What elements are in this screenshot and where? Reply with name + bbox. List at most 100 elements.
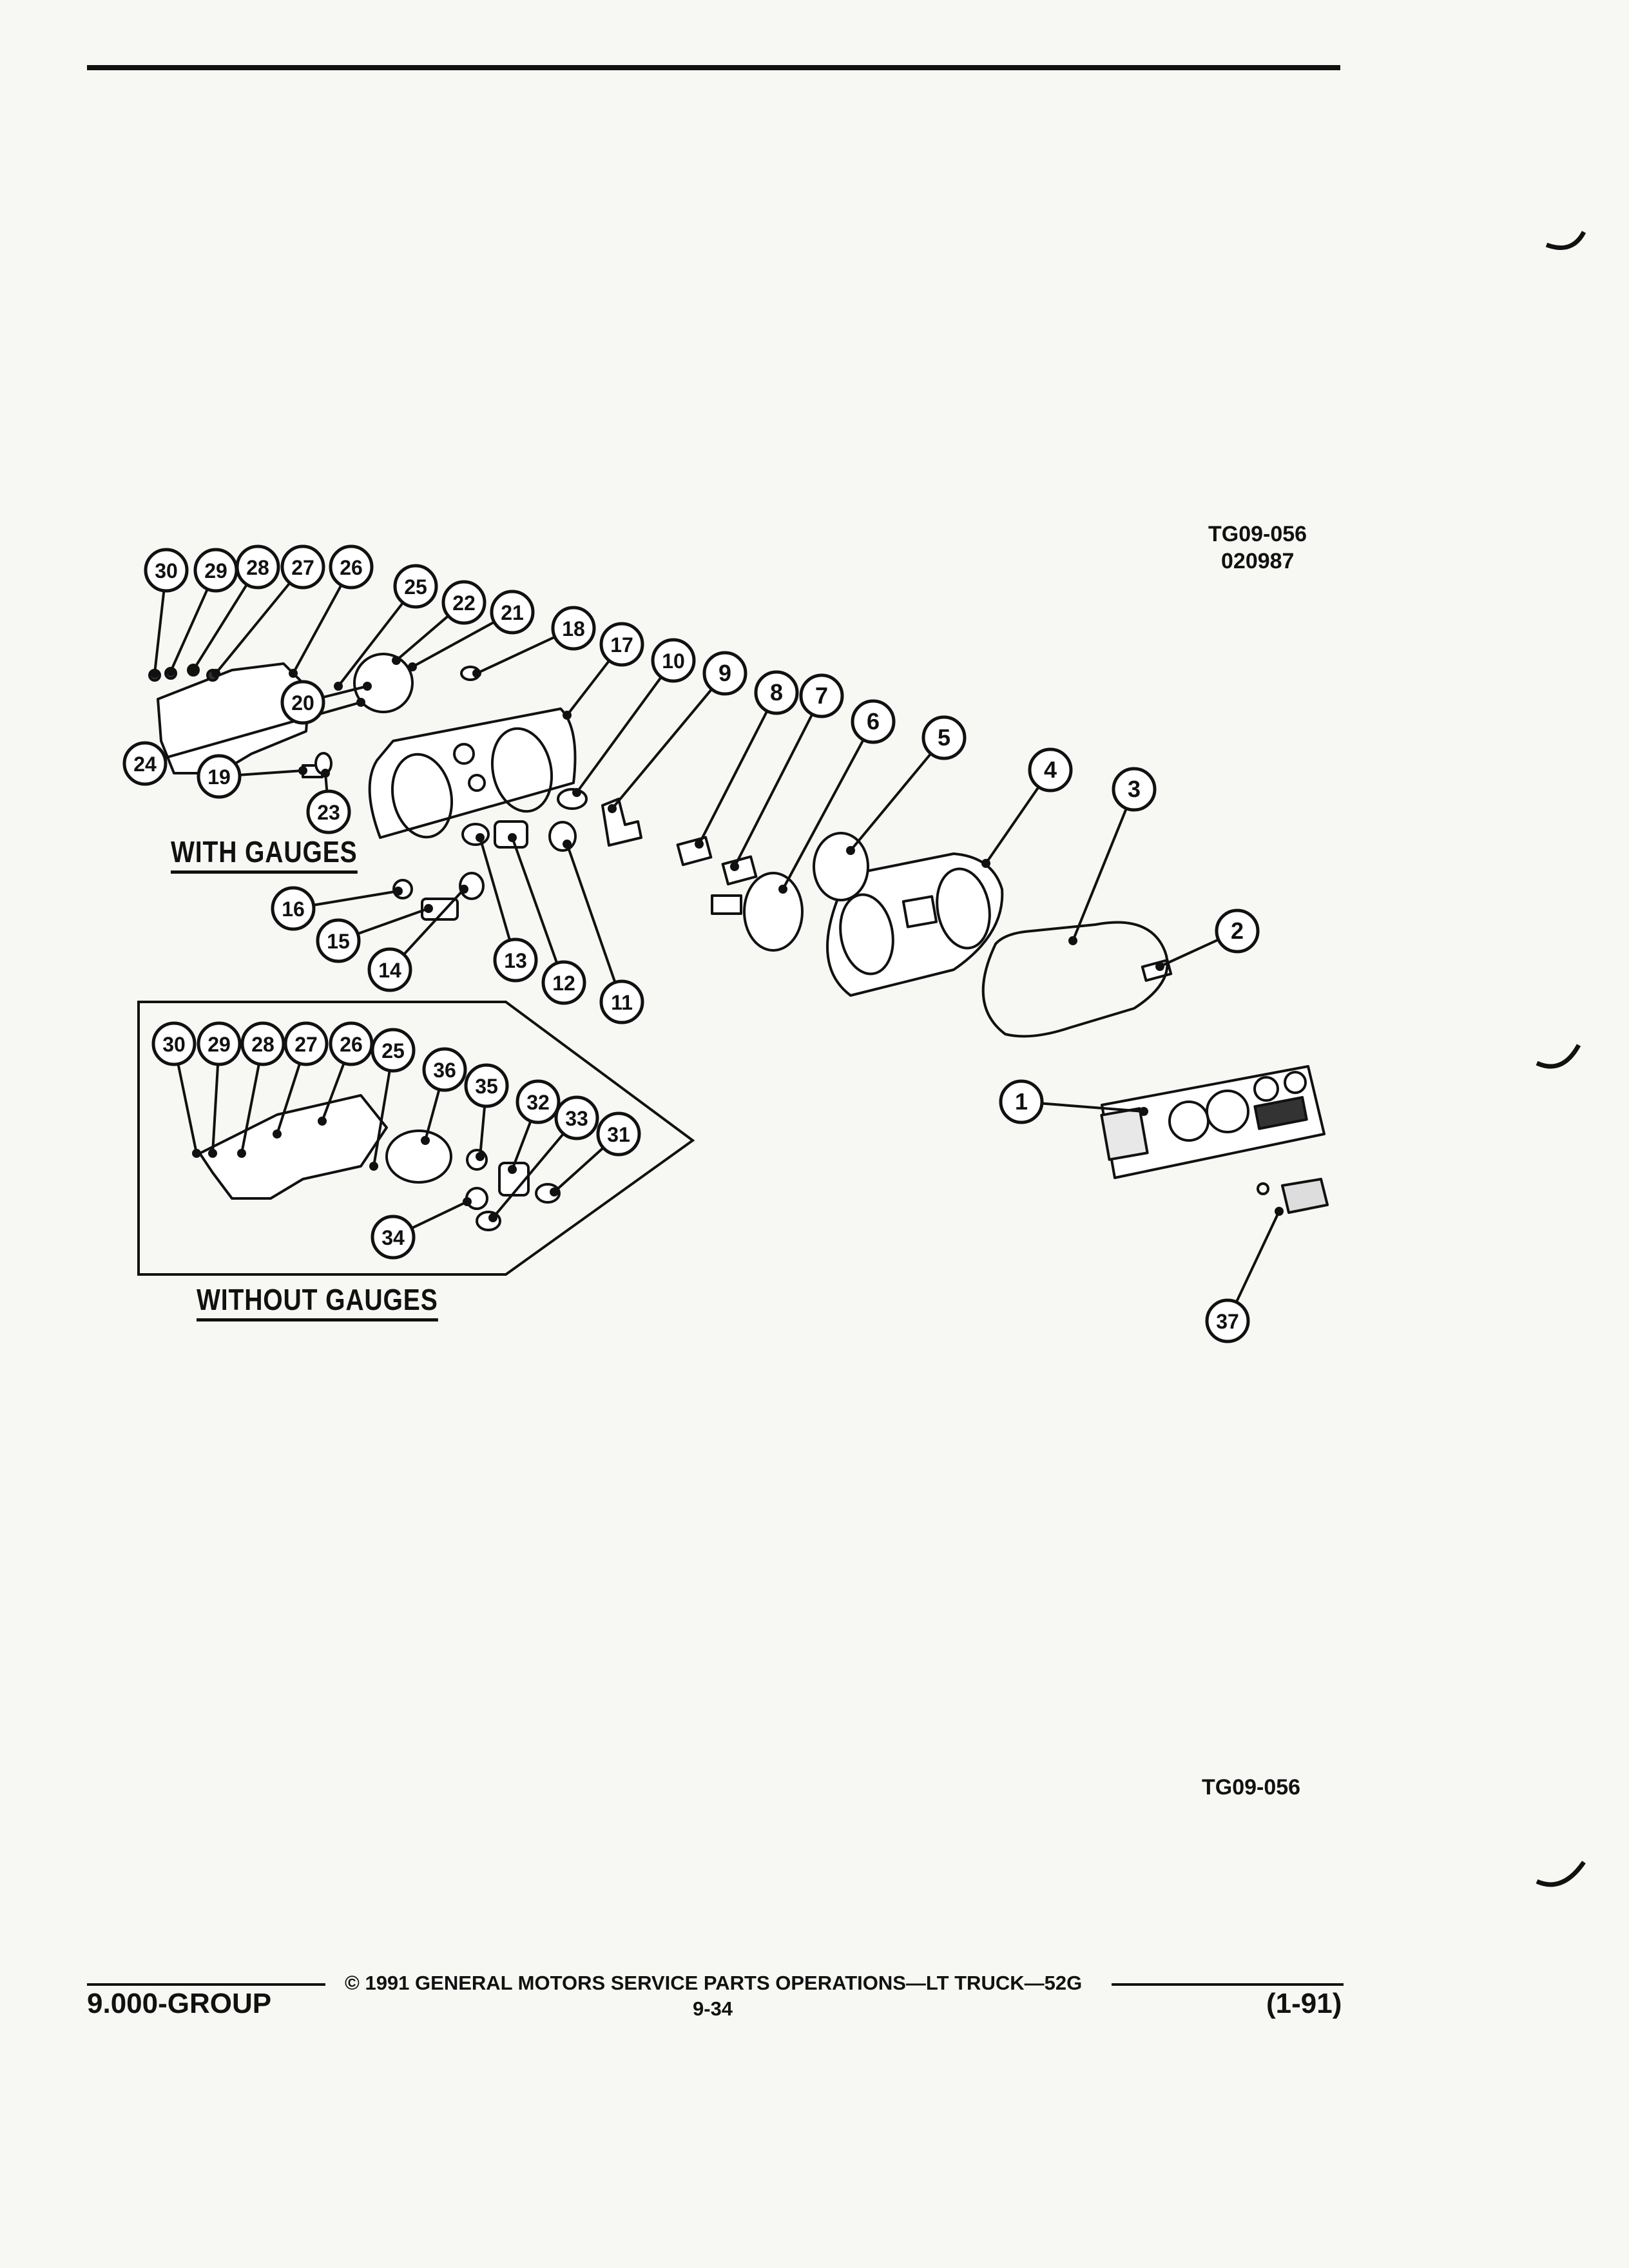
with-gauges-label: WITH GAUGES — [171, 834, 358, 874]
callout-1: 1 — [999, 1079, 1044, 1124]
leader-line — [169, 588, 209, 672]
callout-circle — [999, 1079, 1044, 1124]
leader-line — [1235, 1211, 1280, 1303]
callout-circle — [541, 960, 586, 1005]
leader-arrowhead — [778, 885, 787, 894]
callout-circle — [284, 1021, 329, 1066]
callout-number: 25 — [381, 1039, 405, 1062]
callout-circle — [651, 638, 696, 683]
callout-32: 32 — [516, 1079, 561, 1124]
callout-number: 15 — [327, 930, 350, 953]
leader-arrowhead — [408, 662, 417, 671]
leader-line — [292, 584, 343, 674]
callout-circle — [1215, 908, 1260, 954]
callout-23: 23 — [306, 789, 351, 834]
leader-arrowhead — [237, 1149, 246, 1158]
leader-line — [479, 1106, 487, 1157]
leader-line — [412, 620, 495, 668]
callout-number: 14 — [378, 959, 401, 982]
leader-arrowhead — [208, 1149, 217, 1158]
callout-number: 6 — [867, 708, 880, 735]
leader-arrowhead — [508, 1165, 517, 1174]
callout-6: 6 — [851, 699, 896, 744]
callout-35: 35 — [464, 1063, 509, 1108]
binder-mark-3 — [1536, 1861, 1586, 1887]
callout-circle — [197, 1021, 242, 1066]
callout-number: 8 — [770, 679, 783, 706]
leader-arrowhead — [476, 1152, 485, 1161]
footer-date: (1-91) — [1266, 1988, 1342, 2019]
leader-line — [240, 1064, 260, 1154]
callout-number: 31 — [607, 1123, 630, 1146]
callout-2: 2 — [1215, 908, 1260, 954]
drawing-code: TG09-056 — [1208, 522, 1307, 546]
callout-number: 4 — [1044, 756, 1057, 783]
leader-line — [566, 660, 611, 716]
part-26-board — [157, 662, 311, 774]
part-13 — [461, 823, 490, 846]
callout-number: 2 — [1231, 918, 1244, 944]
leader-line — [849, 753, 932, 852]
leader-arrowhead — [363, 682, 372, 691]
leader-arrowhead — [730, 862, 739, 871]
part-6 — [743, 872, 804, 952]
leader-arrowhead — [563, 840, 572, 849]
callout-circle — [280, 680, 325, 725]
leader-line — [337, 602, 404, 687]
callout-25: 25 — [393, 564, 438, 609]
callout-number: 29 — [204, 559, 227, 582]
callout-number: 34 — [381, 1226, 405, 1249]
part-4-cluster — [826, 852, 1004, 997]
callout-number: 11 — [611, 991, 633, 1014]
callout-30: 30 — [151, 1021, 197, 1066]
callout-circle — [329, 1021, 374, 1066]
leader-arrowhead — [273, 1129, 282, 1139]
leader-line — [1041, 1102, 1144, 1113]
callout-circle — [280, 544, 325, 590]
part-10 — [557, 788, 588, 810]
callout-number: 16 — [282, 898, 305, 921]
leader-line — [215, 582, 291, 675]
leader-line — [395, 615, 450, 662]
callout-26: 26 — [329, 1021, 374, 1066]
part-8 — [676, 836, 713, 867]
leader-line — [511, 837, 559, 964]
callout-number: 13 — [504, 949, 527, 972]
callout-21: 21 — [490, 590, 535, 635]
leader-arrowhead — [192, 1149, 201, 1158]
callout-circle — [151, 1021, 197, 1066]
leader-arrowhead — [298, 766, 307, 775]
callout-circle — [306, 789, 351, 834]
callout-25: 25 — [371, 1028, 416, 1073]
callout-number: 5 — [938, 724, 950, 751]
callout-circle — [702, 651, 747, 696]
callout-number: 17 — [610, 633, 633, 657]
callout-number: 19 — [207, 765, 231, 789]
leader-line — [322, 685, 368, 699]
callout-circle — [599, 979, 644, 1024]
callout-circle — [329, 544, 374, 590]
leader-arrowhead — [981, 859, 990, 868]
leader-arrowhead — [334, 682, 343, 691]
part-3-lens — [981, 921, 1169, 1038]
leader-line — [733, 713, 814, 867]
callout-circle — [851, 699, 896, 744]
leader-arrowhead — [421, 1136, 430, 1145]
callout-circle — [490, 590, 535, 635]
callout-9: 9 — [702, 651, 747, 696]
leader-line — [424, 1089, 441, 1141]
callout-circle — [921, 715, 967, 760]
leader-arrowhead — [508, 833, 517, 842]
leader-line — [698, 710, 769, 845]
callout-number: 18 — [562, 617, 585, 640]
footer-page-number: 9-34 — [693, 1997, 733, 2020]
callout-number: 9 — [718, 660, 731, 686]
part-37 — [1257, 1178, 1329, 1214]
without-gauges-label: WITHOUT GAUGES — [197, 1282, 438, 1321]
callout-number: 25 — [404, 575, 427, 599]
leader-arrowhead — [166, 667, 175, 676]
callout-10: 10 — [651, 638, 696, 683]
leader-arrowhead — [846, 846, 855, 855]
leader-arrowhead — [394, 887, 403, 896]
